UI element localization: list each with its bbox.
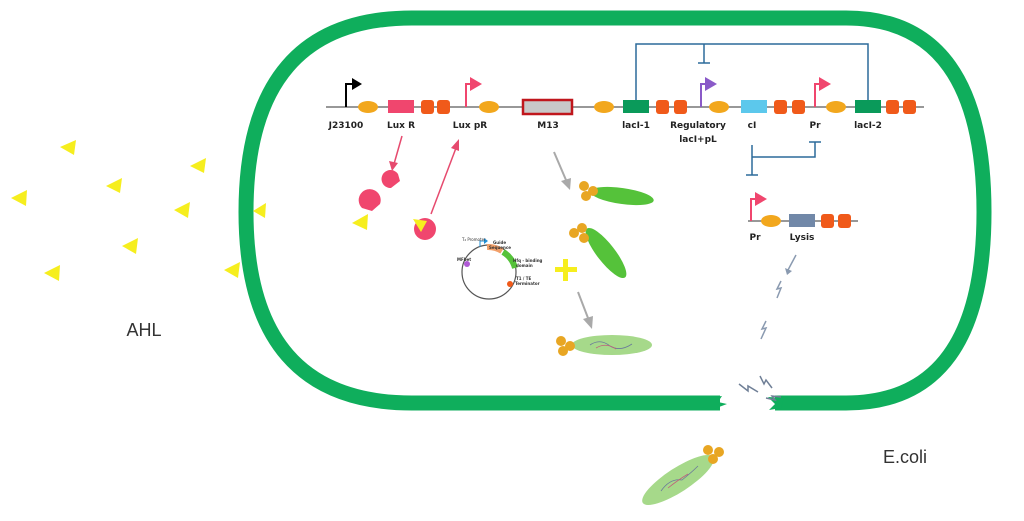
ahl-molecule-icon [224, 262, 240, 278]
assembly-arrow [577, 291, 593, 329]
rupture-fragment-right [768, 397, 784, 410]
plasmid-label-terminator: T1 / TE [516, 276, 531, 281]
label-pr-lysis: Pr [749, 233, 761, 243]
rbs-2-icon [479, 101, 499, 113]
cell-membrane [238, 10, 992, 411]
plasmid-label-binding-sub: domain [516, 263, 533, 268]
sgrna-plasmid-map: T₂ Promoter Guide Sequence Hfq - binding… [457, 237, 543, 300]
promoter-luxpr-icon [465, 77, 482, 107]
plasmid-label-binding: Hfq - binding [513, 258, 543, 263]
ahl-molecule-icon [174, 202, 190, 218]
luxr-ahl-complex-icon [413, 218, 436, 240]
luxr-protein-icon [358, 189, 381, 211]
ahl-molecules [11, 140, 266, 281]
label-regulatory: Regulatory [670, 121, 726, 131]
ahl-molecule-icon [60, 140, 76, 155]
ahl-molecule-icon [352, 214, 368, 230]
ahl-molecule-icon [122, 238, 138, 254]
rbs-lysis-icon [761, 215, 781, 227]
label-j23100: J23100 [328, 121, 364, 131]
label-pr-top: Pr [809, 121, 821, 131]
label-m13: M13 [537, 121, 558, 131]
label-laci-1: lacI-1 [622, 121, 650, 131]
label-regulatory-sub: lacI+pL [679, 135, 717, 145]
rbs-5-icon [826, 101, 846, 113]
ahl-molecule-icon [11, 190, 27, 206]
ahl-molecule-icon [44, 265, 60, 281]
terminator-lysis-1-icon [821, 214, 834, 228]
luxr-ahl-activation-arrow [430, 139, 459, 215]
plasmid-label-terminator-sub: Terminator [515, 281, 540, 286]
lightning-5-icon [765, 395, 782, 402]
plasmid-label-guide: Guide [493, 240, 506, 245]
ahl-molecule-icon [253, 203, 266, 218]
m13-phage-icon [579, 181, 654, 206]
terminator-4-icon [674, 100, 687, 114]
label-laci-2: lacI-2 [854, 121, 882, 131]
terminator-6-icon [792, 100, 805, 114]
plasmid-label-mfbet: MFbet [457, 257, 471, 262]
lysis-gene [789, 214, 815, 227]
luxr-protein-icon [381, 170, 400, 189]
promoter-pr-icon [814, 77, 831, 107]
rupture-fragment-left [702, 396, 727, 410]
laci-1-gene [623, 100, 649, 113]
packaged-phage-icon [556, 335, 652, 356]
rbs-3-icon [594, 101, 614, 113]
terminator-2-icon [437, 100, 450, 114]
lysis-signal-arrow [785, 254, 797, 275]
terminator-7-icon [886, 100, 899, 114]
label-luxr: Lux R [387, 121, 415, 131]
label-lysis: Lysis [790, 233, 815, 243]
m13-phage-icon [569, 223, 627, 279]
label-ci: cI [748, 121, 757, 131]
plus-icon [555, 259, 577, 281]
lightning-3-icon [738, 383, 759, 393]
ahl-molecule-icon [190, 158, 206, 173]
luxr-gene [388, 100, 414, 113]
ahl-molecule-icon [106, 178, 122, 193]
promoter-regulatory-icon [700, 77, 717, 107]
terminator-3-icon [656, 100, 669, 114]
rbs-4-icon [709, 101, 729, 113]
promoter-j23100-icon [345, 78, 362, 107]
laci-2-gene [855, 100, 881, 113]
lightning-4-icon [759, 375, 773, 389]
luxr-expression-arrow [389, 135, 403, 171]
label-ecoli: E.coli [883, 447, 927, 467]
lightning-2-icon [760, 320, 768, 340]
terminator-8-icon [903, 100, 916, 114]
m13-expression-arrow [553, 151, 571, 190]
label-ahl: AHL [126, 320, 161, 340]
ci-inhibition-connector [746, 141, 821, 176]
terminator-1-icon [421, 100, 434, 114]
terminator-5-icon [774, 100, 787, 114]
lightning-1-icon [775, 280, 783, 299]
m13-gene [521, 98, 574, 116]
terminator-lysis-2-icon [838, 214, 851, 228]
released-phage-icon [642, 445, 724, 505]
ci-gene [741, 100, 767, 113]
promoter-pr-lysis-icon [750, 192, 767, 221]
plasmid-label-promoter: T₂ Promoter [461, 237, 486, 242]
plasmid-label-guide-sub: Sequence [489, 245, 511, 250]
rbs-1-icon [358, 101, 378, 113]
laci-inhibition-connector [635, 43, 869, 100]
label-luxpr: Lux pR [453, 121, 488, 131]
